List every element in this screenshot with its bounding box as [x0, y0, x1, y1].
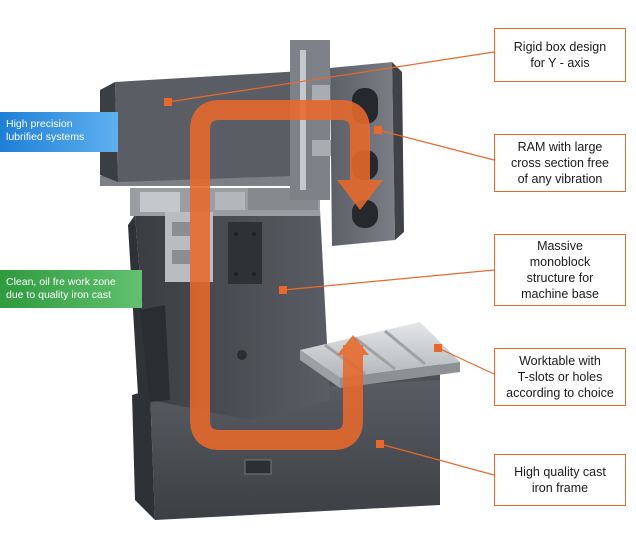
callout-monoblock: Massive monoblock structure for machine …: [494, 234, 626, 306]
flow-arrowhead-up: [337, 335, 369, 355]
worktable: [300, 322, 460, 388]
lubrified-systems-tag: High precision lubrified systems: [0, 112, 118, 152]
leader-lines: [167, 51, 495, 476]
callout-ram: RAM with large cross section free of any…: [494, 134, 626, 192]
monoblock-column: [128, 210, 330, 420]
base-badge-plate: [244, 459, 272, 475]
column-panel: [228, 222, 262, 284]
callout-rigid-box: Rigid box design for Y - axis: [494, 28, 626, 82]
callout-cast-frame: High quality cast iron frame: [494, 454, 626, 506]
clean-work-zone-tag: Clean, oil fre work zone due to quality …: [0, 270, 142, 308]
callout-worktable: Worktable with T-slots or holes accordin…: [494, 348, 626, 406]
leader-markers: [164, 98, 442, 448]
force-flow-arrow: [190, 100, 383, 450]
flow-arrowhead-down: [337, 180, 383, 210]
